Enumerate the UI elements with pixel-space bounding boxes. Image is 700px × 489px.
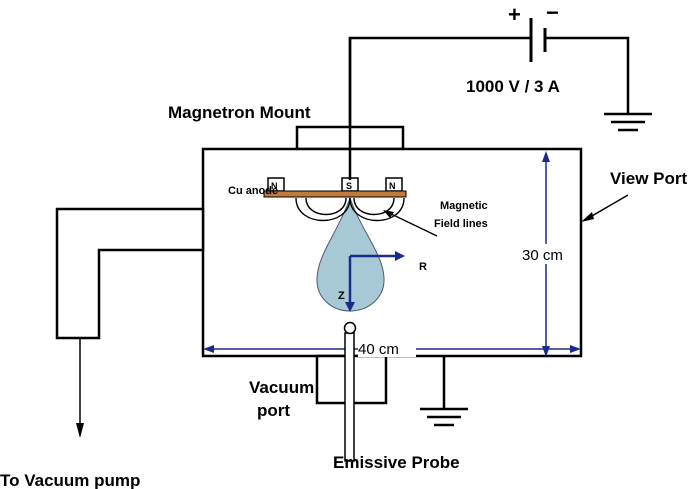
width-dimension-label: 40 cm [358, 341, 399, 358]
view-port-pointer [581, 194, 629, 222]
chamber-ground-icon [420, 356, 468, 427]
magnetic-label-line1: Magnetic [440, 200, 488, 212]
vacuum-port-label-line1: Vacuum [249, 378, 314, 397]
height-dimension-label: 30 cm [522, 247, 563, 264]
magnetic-label-line2: Field lines [434, 218, 488, 230]
field-lines-pointer [383, 210, 438, 237]
minus-sign: − [546, 0, 559, 25]
to-vacuum-pump-label: To Vacuum pump [0, 471, 140, 489]
to-pump-arrow [76, 338, 84, 438]
cu-anode-plate [263, 190, 407, 198]
magnet-center-label: S [346, 181, 352, 191]
magnet-right-label: N [389, 181, 396, 191]
r-axis-label: R [419, 261, 427, 273]
rz-axes [345, 251, 405, 312]
magnet-left-label: N [271, 181, 278, 191]
supply-ground-icon [604, 112, 652, 132]
view-port-label: View Port [610, 169, 687, 188]
vacuum-port-label-line2: port [257, 401, 290, 420]
cu-anode-label: Cu anode [228, 185, 278, 197]
emissive-probe-shaft [344, 332, 355, 462]
emissive-probe-tip [343, 321, 357, 335]
z-axis-label: Z [338, 290, 345, 302]
power-supply-label: 1000 V / 3 A [466, 77, 560, 96]
magnetic-field-lines [295, 197, 405, 222]
plus-sign: + [508, 2, 521, 27]
pump-elbow-duct [55, 207, 205, 340]
magnetron-mount-label: Magnetron Mount [168, 103, 311, 122]
emissive-probe-label: Emissive Probe [333, 453, 460, 472]
supply-wire-right [545, 36, 630, 113]
